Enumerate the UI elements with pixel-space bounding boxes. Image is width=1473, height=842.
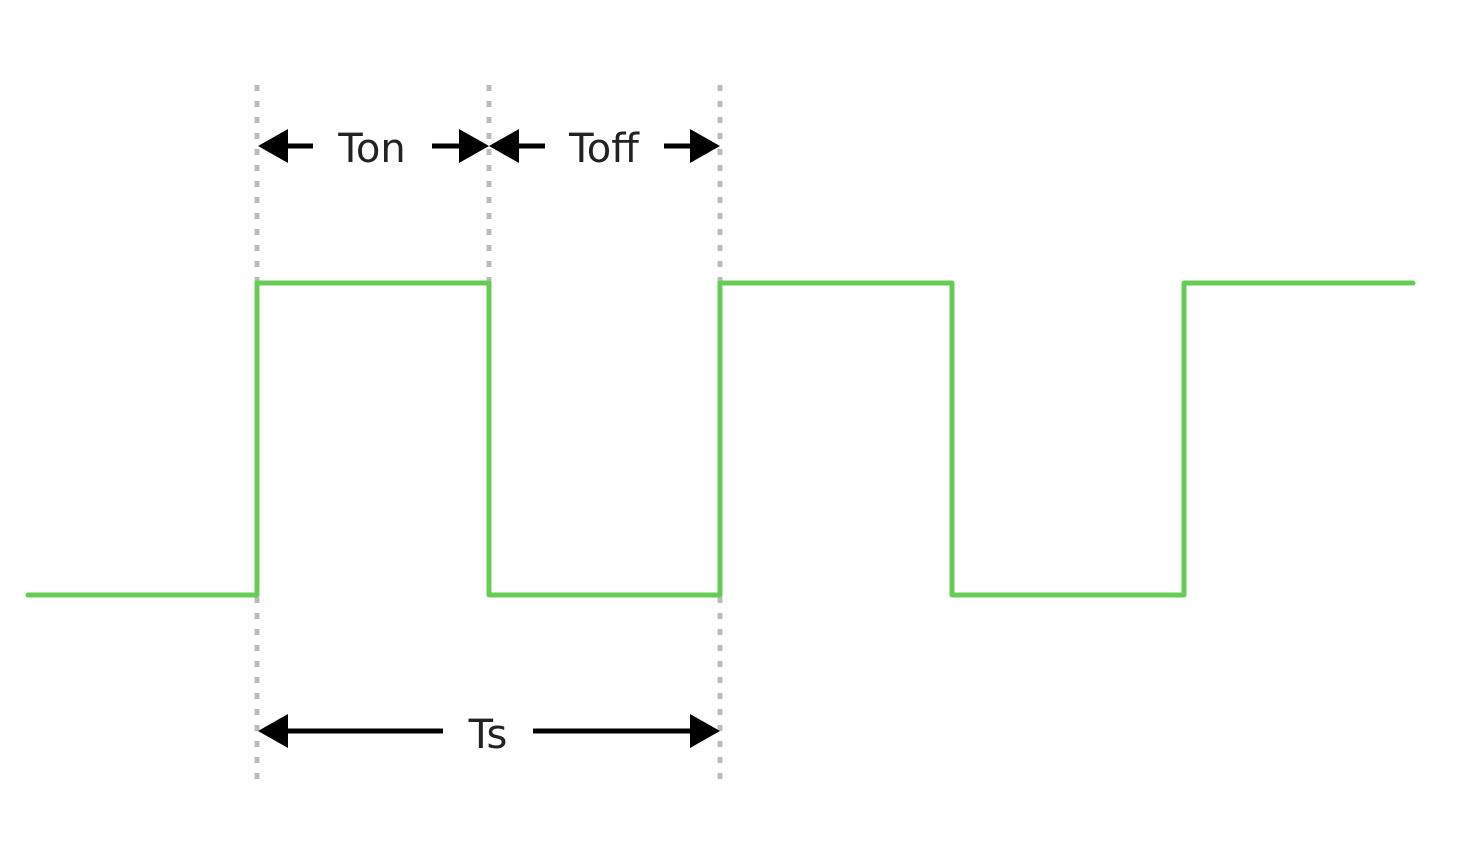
ton-label: Ton [337,126,405,172]
pwm-waveform [25,280,1416,598]
ton-left-arrowhead [258,129,288,163]
ts-right-arrowhead [690,714,720,748]
ton-dimension: Ton [258,126,489,172]
ts-label: Ts [468,712,508,758]
ton-right-arrowhead [459,129,489,163]
toff-right-arrowhead [690,129,720,163]
toff-dimension: Toff [489,126,720,172]
toff-label: Toff [568,126,640,172]
toff-left-arrowhead [489,129,519,163]
ts-dimension: Ts [258,712,720,758]
ts-left-arrowhead [258,714,288,748]
